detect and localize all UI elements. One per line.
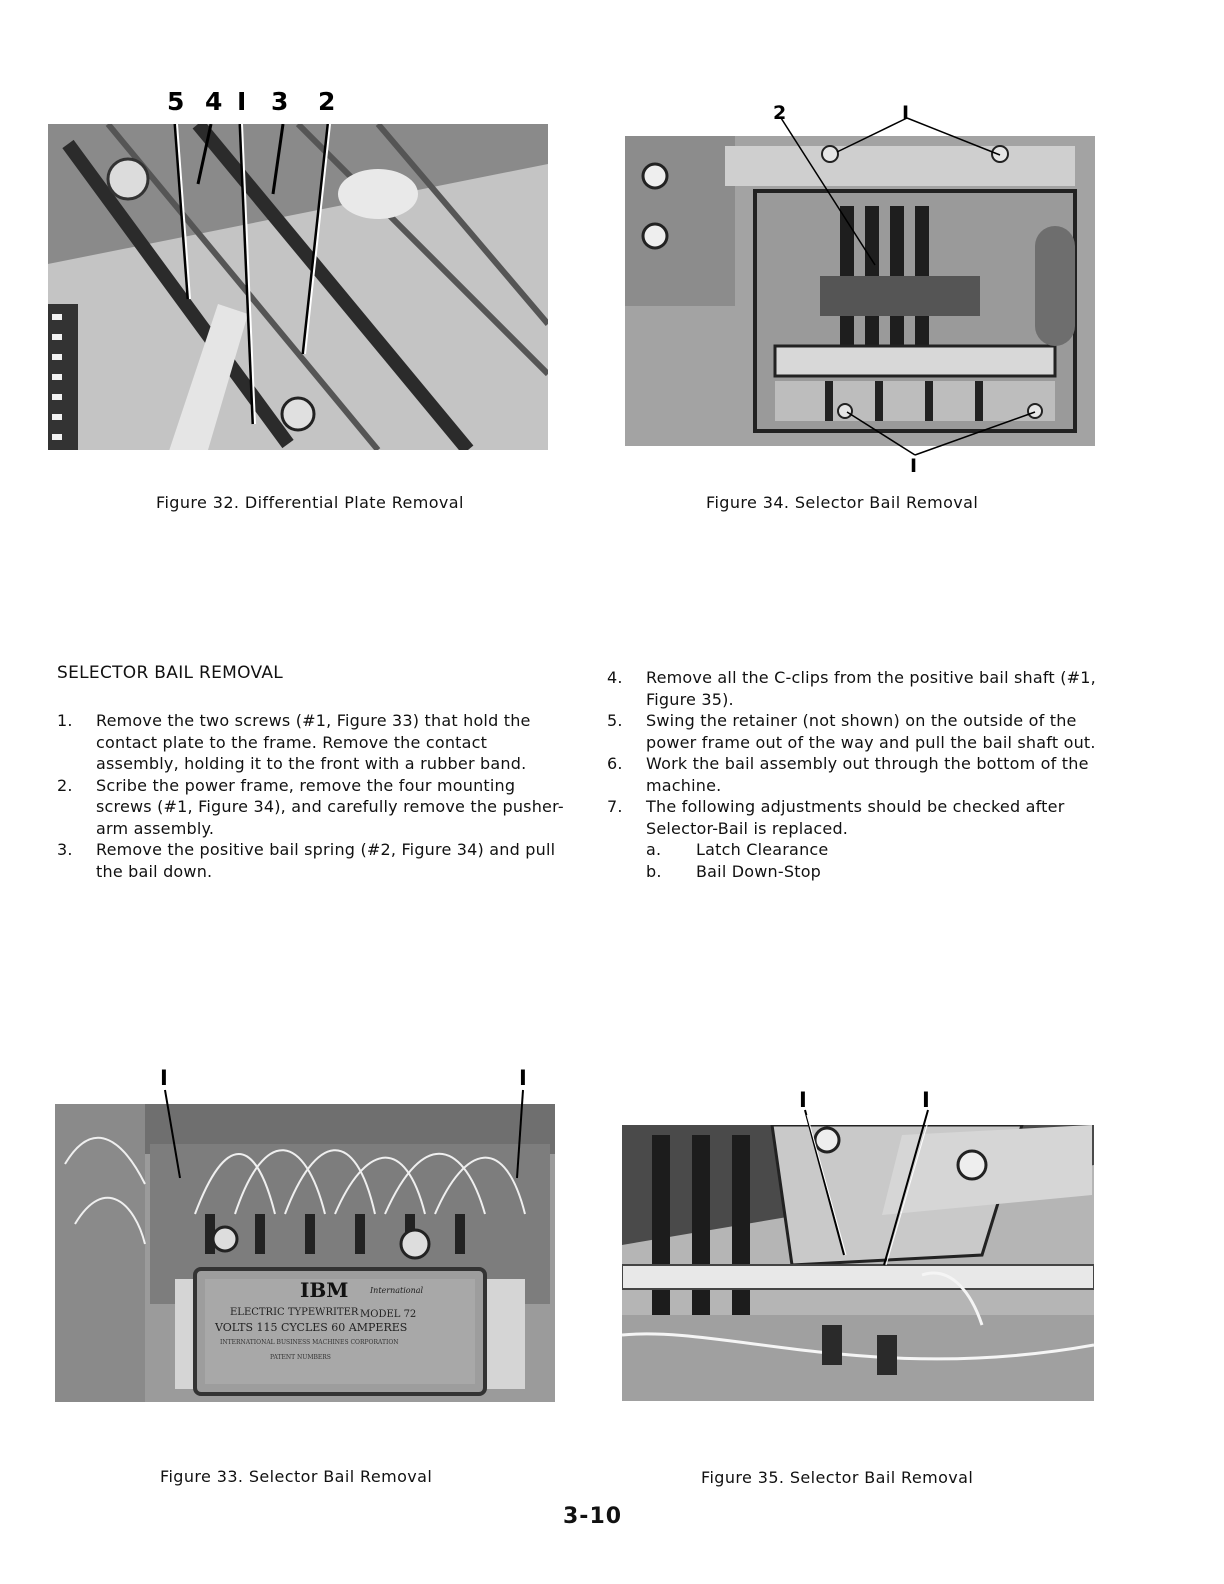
plate-product: ELECTRIC TYPEWRITER <box>230 1307 359 1318</box>
figure-34-leader-lines <box>780 117 1036 456</box>
step-7: 7.The following adjustments should be ch… <box>607 796 1127 882</box>
step-2-text: Scribe the power frame, remove the four … <box>96 775 564 838</box>
steps-list-left: 1.Remove the two screws (#1, Figure 33) … <box>57 710 569 882</box>
figure-34-callout-1-bottom: I <box>910 455 918 477</box>
step-6-text: Work the bail assembly out through the b… <box>646 754 1089 795</box>
figure-33-photo: IBM International ELECTRIC TYPEWRITER MO… <box>55 1104 555 1402</box>
steps-list-right: 4.Remove all the C-clips from the positi… <box>607 667 1127 882</box>
figure-35-callout-1-right: I <box>922 1088 930 1112</box>
figure-34-callout-1-top: I <box>902 102 910 124</box>
step-2: 2.Scribe the power frame, remove the fou… <box>57 775 564 838</box>
plate-international: International <box>370 1286 424 1295</box>
figure-33-callout-1-left: I <box>160 1066 168 1090</box>
step-4-text: Remove all the C-clips from the positive… <box>646 668 1096 709</box>
figure-32-callout-4: 4 <box>205 87 223 116</box>
figure-33-leader-lines <box>164 1089 524 1179</box>
figure-35-photo <box>622 1125 1094 1401</box>
step-4: 4.Remove all the C-clips from the positi… <box>607 668 1096 709</box>
plate-patents: PATENT NUMBERS <box>270 1354 331 1361</box>
section-heading: SELECTOR BAIL REMOVAL <box>57 663 284 683</box>
figure-34-photo <box>625 136 1095 446</box>
figure-32-callout-5: 5 <box>167 87 185 116</box>
substep-a: a.Latch Clearance <box>646 840 829 859</box>
step-1-text: Remove the two screws (#1, Figure 33) th… <box>96 711 531 773</box>
figure-35-leader-lines <box>804 1109 931 1266</box>
figure-33-caption: Figure 33. Selector Bail Removal <box>160 1467 433 1486</box>
page-number: 3-10 <box>563 1504 623 1529</box>
step-3: 3.Remove the positive bail spring (#2, F… <box>57 840 556 881</box>
plate-company: INTERNATIONAL BUSINESS MACHINES CORPORAT… <box>220 1339 399 1346</box>
step-5: 5.Swing the retainer (not shown) on the … <box>607 711 1096 752</box>
plate-logo: IBM <box>300 1278 349 1302</box>
step-1: 1.Remove the two screws (#1, Figure 33) … <box>57 711 531 773</box>
figure-35-caption: Figure 35. Selector Bail Removal <box>701 1468 974 1487</box>
figure-34-caption: Figure 34. Selector Bail Removal <box>706 493 979 512</box>
figure-32-callout-3: 3 <box>271 87 289 116</box>
step-7-text: The following adjustments should be chec… <box>646 797 1065 838</box>
figure-32-callout-1: I <box>237 87 247 116</box>
plate-ratings: VOLTS 115 CYCLES 60 AMPERES <box>215 1321 408 1334</box>
step-5-text: Swing the retainer (not shown) on the ou… <box>646 711 1096 752</box>
step-6: 6.Work the bail assembly out through the… <box>607 754 1089 795</box>
figure-32-photo <box>48 124 548 450</box>
figure-34-callout-2: 2 <box>773 102 787 124</box>
plate-model: MODEL 72 <box>360 1309 417 1320</box>
step-3-text: Remove the positive bail spring (#2, Fig… <box>96 840 556 881</box>
figure-32-callout-2: 2 <box>318 87 336 116</box>
figure-33-callout-1-right: I <box>519 1066 527 1090</box>
figure-35-callout-1-left: I <box>799 1088 807 1112</box>
figure-32-caption: Figure 32. Differential Plate Removal <box>156 493 464 512</box>
substep-b: b.Bail Down-Stop <box>646 861 822 881</box>
